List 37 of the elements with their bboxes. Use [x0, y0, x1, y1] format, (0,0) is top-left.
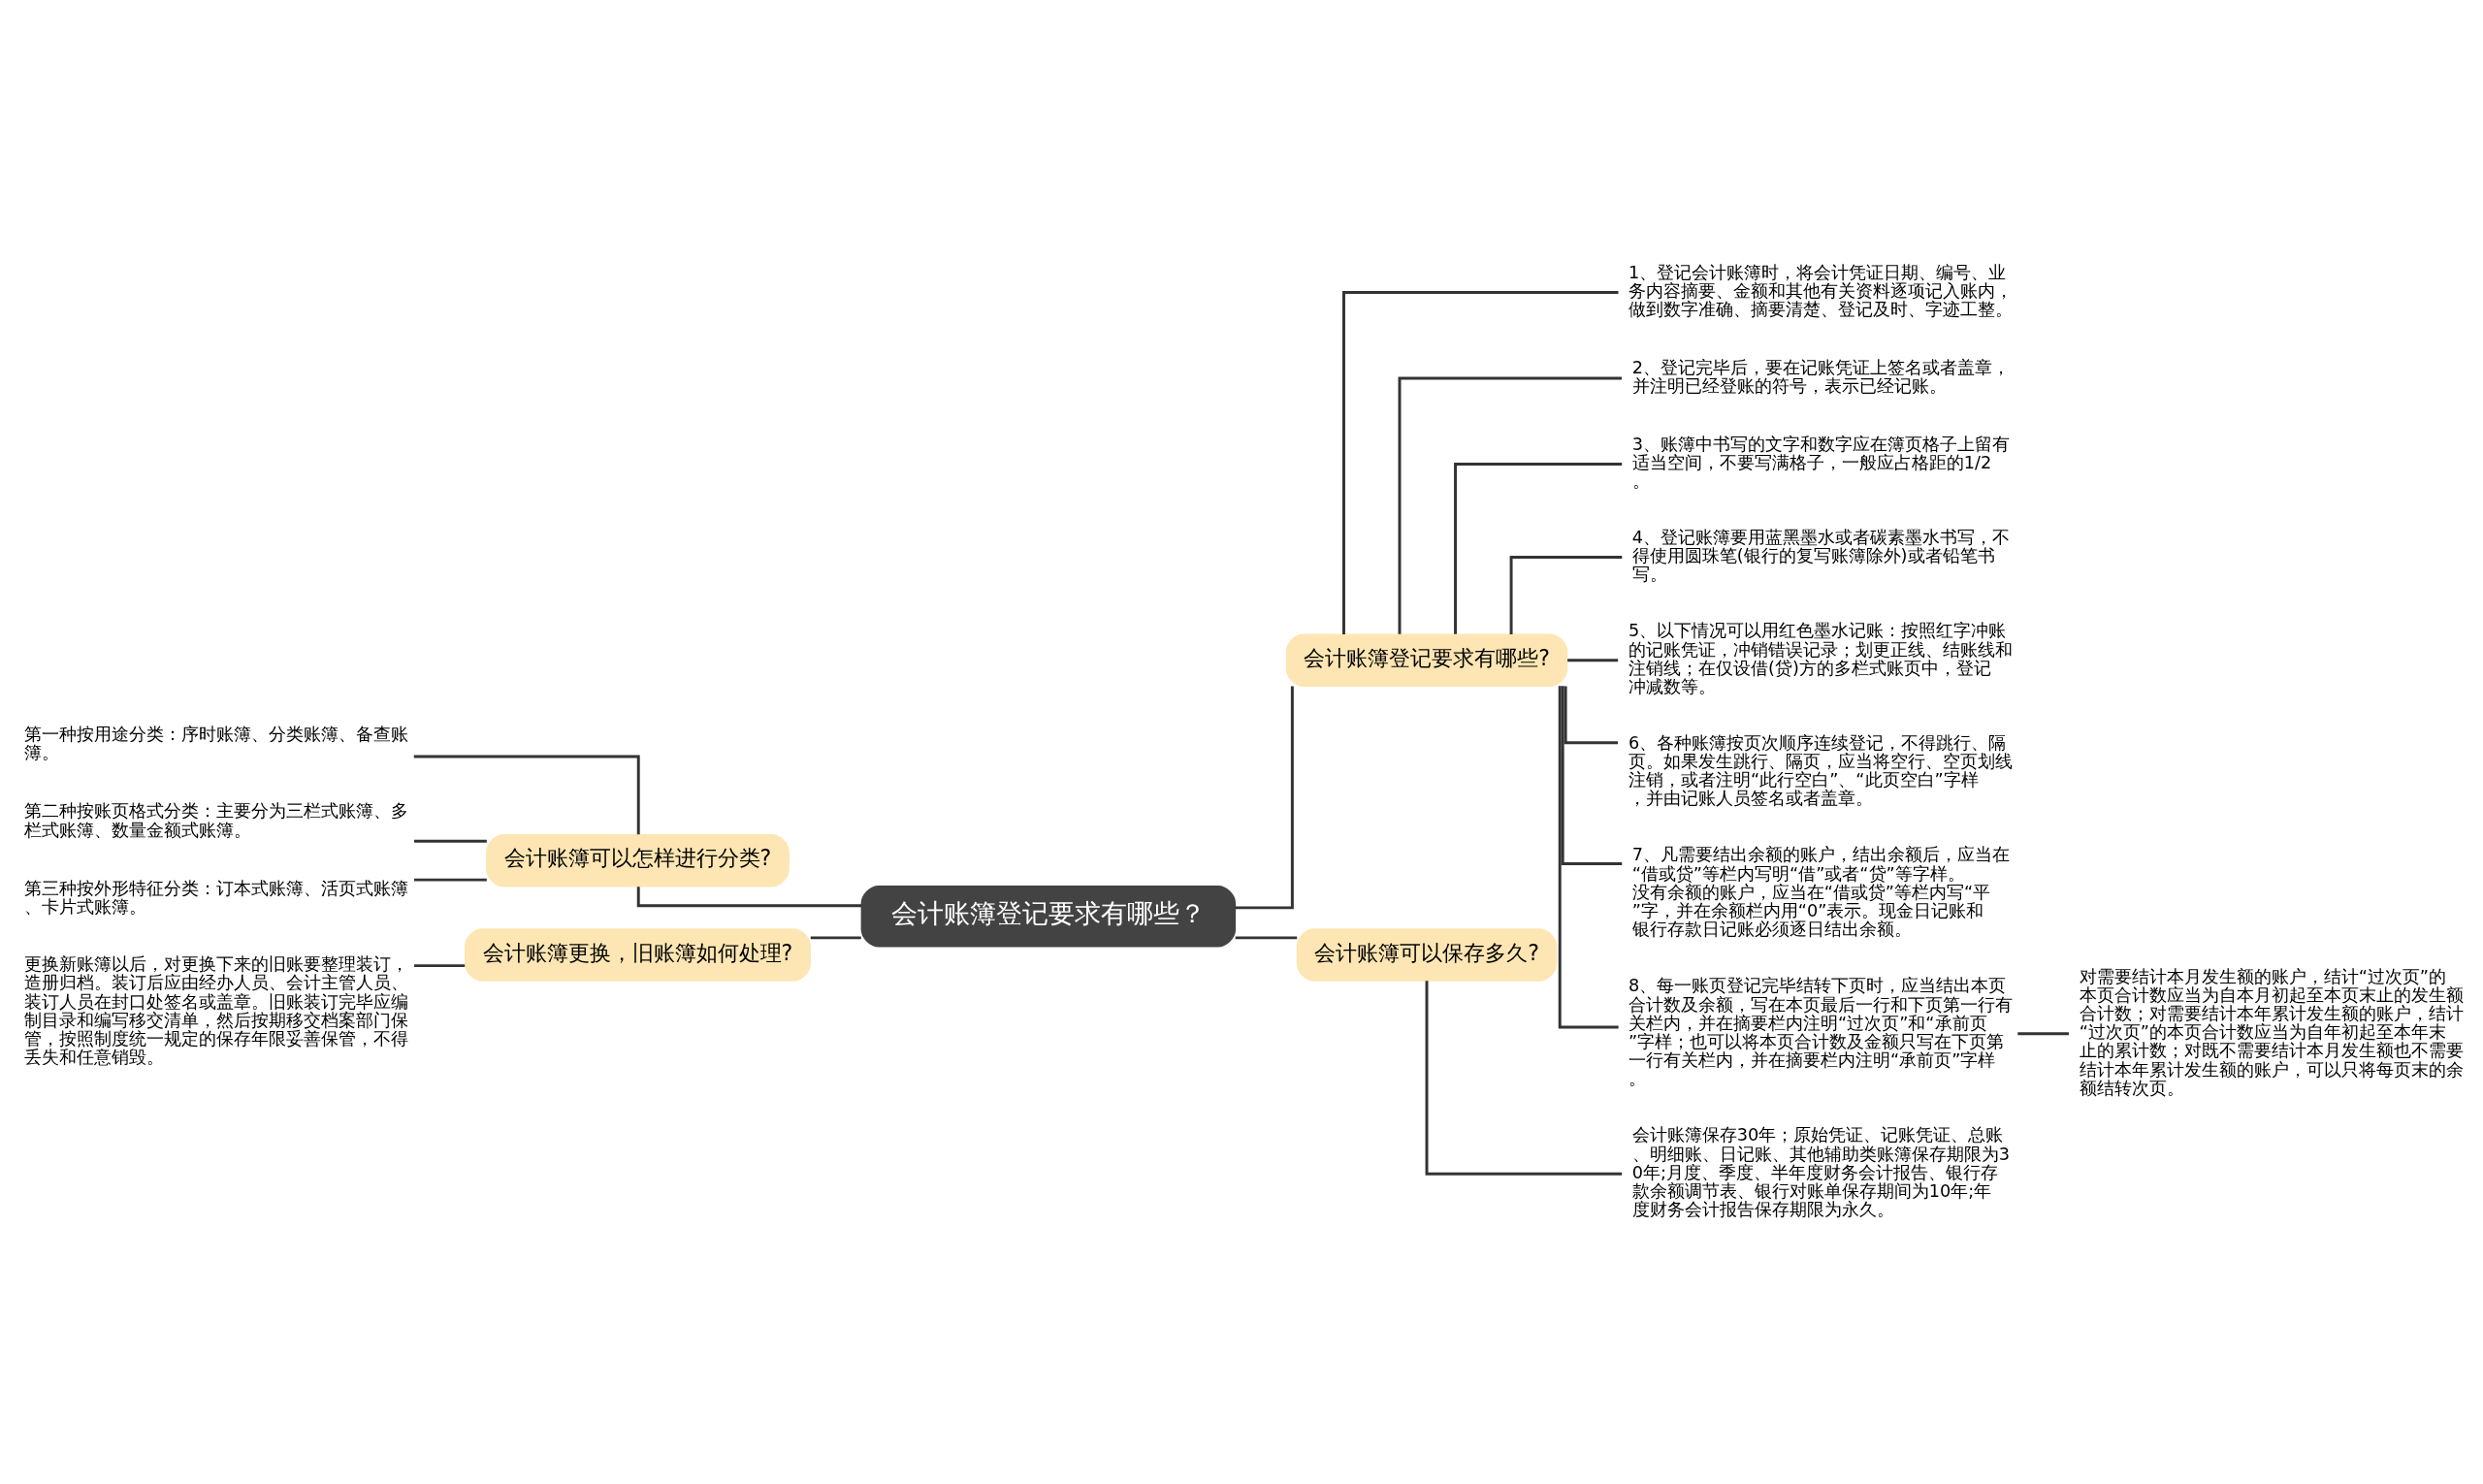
node-text: 更换新账簿以后，对更换下来的旧账要整理装订，造册归档。装订后应由经办人员、会计主管人员、装订人员在封口处签名或盖章。旧账装订完毕应编制目录和编写移交清单，然后按期移交档案部门保管，按照制度统一规定的保存年限妥善保管，不得丢失和任意销毁。 [24, 953, 409, 1067]
connector [414, 878, 487, 882]
connector [1235, 935, 1298, 939]
node-text: 3、账簿中书写的文字和数字应在簿页格子上留有适当空间，不要写满格子，一般应占格距的1/2。 [1631, 434, 2010, 491]
connector [1567, 658, 1619, 661]
node-text: 4、登记账簿要用蓝黑墨水或者碳素墨水书写，不得使用圆珠笔(银行的复写账簿除外)或者铅笔书写。 [1631, 527, 2010, 584]
connector [414, 839, 487, 843]
connector [1509, 555, 1623, 634]
node-text: 会计账簿保存30年；原始凭证、记账凭证、总账、明细账、日记账、其他辅助类账簿保存期限为30年;月度、季度、半年度财务会计报告、银行存款余额调节表、银行对账单保存期间为10年;年度财务会计报告保存期限为永久。 [1631, 1124, 2010, 1219]
connector [1425, 980, 1623, 1176]
node-text: 5、以下情况可以用红色墨水记账：按照红字冲账的记账凭证，冲销错误记录；划更正线、结账线和注销线；在仅设借(贷)方的多栏式账页中，登记冲减数等。 [1628, 620, 2014, 696]
node-box: 会计账簿登记要求有哪些? [1285, 632, 1568, 687]
node-text: 第三种按外形特征分类：订本式账簿、活页式账簿、卡片式账簿。 [24, 878, 409, 917]
connector [636, 886, 862, 907]
connector [1235, 686, 1294, 909]
node-text: 2、登记完毕后，要在记账凭证上签名或者盖章，并注明已经登账的符号，表示已经记账。 [1631, 357, 2010, 396]
connector [2017, 1031, 2069, 1035]
connector [1398, 376, 1622, 634]
node-text: 第一种按用途分类：序时账簿、分类账簿、备查账簿。 [24, 724, 409, 762]
connector [1561, 685, 1623, 865]
node-box: 会计账簿登记要求有哪些？ [860, 885, 1237, 947]
node-box: 会计账簿更换，旧账簿如何处理? [465, 927, 811, 982]
connector [414, 963, 466, 967]
node-text: 6、各种账簿按页次顺序连续登记，不得跳行、隔页。如果发生跳行、隔页，应当将空行、空页划线注销，或者注明“此行空白”、“此页空白”字样，并由记账人员签名或者盖章。 [1628, 732, 2014, 808]
node-text: 7、凡需要结出余额的账户，结出余额后，应当在“借或贷”等栏内写明“借”或者“贷”等字样。没有余额的账户，应当在“借或贷”等栏内写“平”字，并在余额栏内用“0”表示。现金日记账和银行存款日记账必须逐日结出余额。 [1631, 844, 2010, 939]
connector [810, 935, 861, 939]
connector [1342, 290, 1619, 634]
connector [1454, 462, 1623, 634]
node-text: 第二种按账页格式分类：主要分为三栏式账簿、多栏式账簿、数量金额式账簿。 [24, 800, 409, 840]
connector [1564, 686, 1619, 744]
node-box: 会计账簿可以怎样进行分类? [486, 833, 790, 887]
connector [413, 755, 640, 834]
connector [1558, 685, 1619, 1029]
node-box: 会计账簿可以保存多久? [1296, 927, 1558, 982]
node-text: 1、登记会计账簿时，将会计凭证日期、编号、业务内容摘要、金额和其他有关资料逐项记入账内，做到数字准确、摘要清楚、登记及时、字迹工整。 [1628, 262, 2014, 319]
node-text: 8、每一账页登记完毕结转下页时，应当结出本页合计数及余额，写在本页最后一行和下页第一行有关栏内，并在摘要栏内注明“过次页”和“承前页”字样；也可以将本页合计数及金额只写在下页第一行有关栏内，并在摘要栏内注明“承前页”字样。 [1628, 975, 2014, 1088]
node-text: 对需要结计本月发生额的账户，结计“过次页”的本页合计数应当为自本月初起至本页末止的发生额合计数；对需要结计本年累计发生额的账户，结计“过次页”的本页合计数应当为自年初起至本年末止的累计数；对既不需要结计本月发生额也不需要结计本年累计发生额的账户，可以只将每页末的余额结转次页。 [2079, 966, 2464, 1098]
